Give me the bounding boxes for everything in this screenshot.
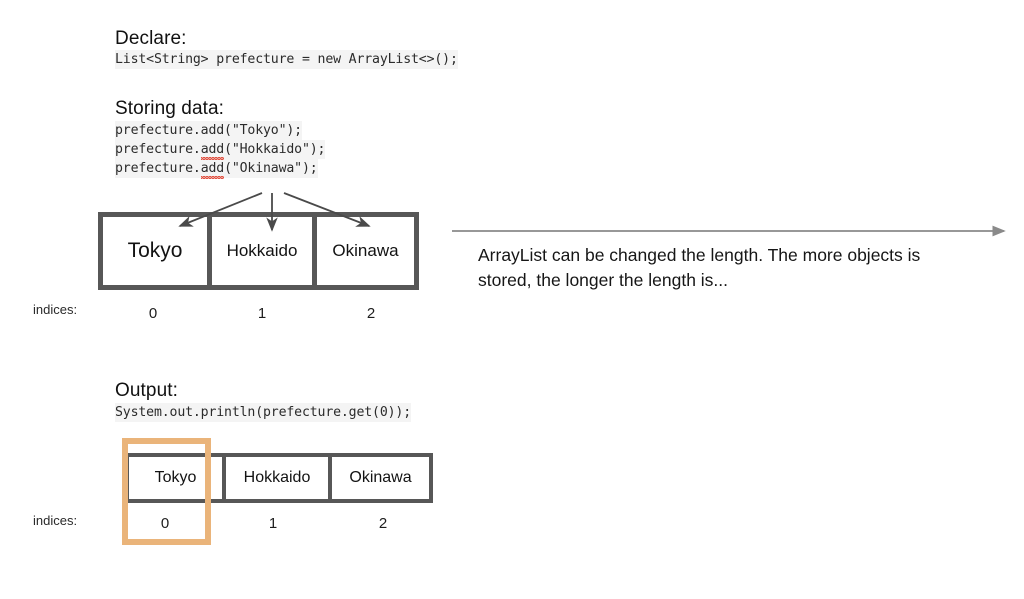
- array-top-cell-2[interactable]: Okinawa: [312, 212, 419, 290]
- array-top: Tokyo Hokkaido Okinawa: [98, 212, 419, 290]
- array-bottom: Tokyo Hokkaido Okinawa: [125, 453, 433, 503]
- spellcheck-underline-add-1: add: [200, 142, 225, 160]
- output-code-line: System.out.println(prefecture.get(0));: [115, 403, 412, 422]
- array-bottom-cell-1[interactable]: Hokkaido: [222, 453, 332, 503]
- storing-data-code-block: prefecture.add("Tokyo"); prefecture.add(…: [115, 120, 326, 179]
- declare-heading: Declare:: [115, 28, 187, 49]
- array-bottom-index-2: 2: [378, 515, 388, 532]
- array-top-indices-label: indices:: [33, 302, 78, 317]
- storing-code-line-1: prefecture.add("Tokyo");: [115, 121, 302, 140]
- array-bottom-indices-label: indices:: [33, 513, 78, 528]
- array-bottom-cell-0[interactable]: Tokyo: [125, 453, 226, 503]
- output-code-block: System.out.println(prefecture.get(0));: [115, 403, 411, 422]
- array-bottom-index-0: 0: [160, 515, 170, 532]
- array-bottom-cell-2[interactable]: Okinawa: [328, 453, 433, 503]
- declare-code-block: List<String> prefecture = new ArrayList<…: [115, 50, 458, 69]
- declare-code-line: List<String> prefecture = new ArrayList<…: [115, 50, 458, 69]
- array-top-index-2: 2: [366, 305, 376, 322]
- array-top-cell-1[interactable]: Hokkaido: [207, 212, 317, 290]
- output-heading: Output:: [115, 380, 179, 401]
- storing-code-line-3: prefecture.add("Okinawa");: [115, 159, 318, 179]
- array-bottom-index-1: 1: [268, 515, 278, 532]
- array-top-index-1: 1: [257, 305, 267, 322]
- spellcheck-underline-add-2: add: [200, 161, 225, 179]
- storing-data-heading: Storing data:: [115, 98, 225, 119]
- storing-code-line-2: prefecture.add("Hokkaido");: [115, 140, 326, 160]
- array-top-cell-0[interactable]: Tokyo: [98, 212, 212, 290]
- description-text: ArrayList can be changed the length. The…: [478, 245, 921, 290]
- array-top-index-0: 0: [148, 305, 158, 322]
